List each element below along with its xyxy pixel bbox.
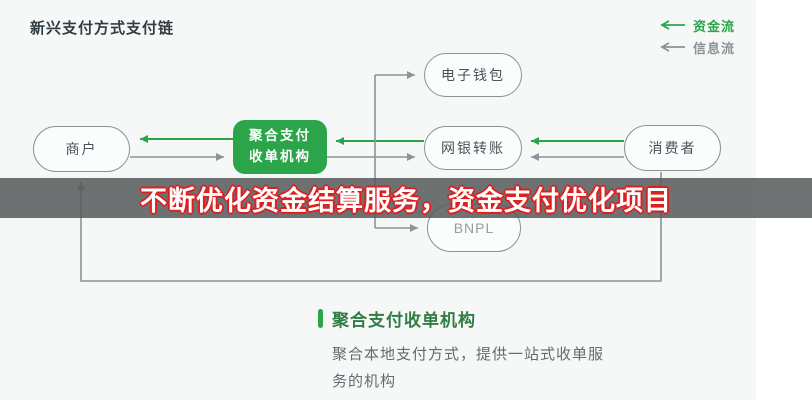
overlay-banner: 不断优化资金结算服务，资金支付优化项目 — [0, 178, 812, 218]
node-aggregator: 聚合支付 收单机构 — [233, 120, 327, 174]
footer-body-line1: 聚合本地支付方式，提供一站式收单服 — [332, 346, 605, 363]
footer-description: 聚合支付收单机构 聚合本地支付方式，提供一站式收单服 务的机构 — [318, 306, 604, 395]
node-aggregator-label-line1: 聚合支付 — [249, 128, 311, 144]
node-merchant-label: 商户 — [65, 141, 98, 157]
node-merchant: 商户 — [33, 126, 130, 172]
footer-body: 聚合本地支付方式，提供一站式收单服 务的机构 — [332, 341, 604, 395]
overlay-banner-text: 不断优化资金结算服务，资金支付优化项目 — [140, 185, 672, 216]
node-ewallet: 电子钱包 — [424, 53, 522, 97]
footer-body-line2: 务的机构 — [332, 373, 397, 390]
capital-flow-label: 资金流 — [693, 18, 736, 34]
node-online-bank-transfer: 网银转账 — [424, 126, 522, 170]
node-consumer: 消费者 — [624, 125, 721, 171]
legend-info-flow: 信息流 — [660, 36, 735, 58]
green-accent-bar — [318, 309, 323, 328]
legend-capital-flow: 资金流 — [660, 14, 735, 36]
left-arrow-icon — [660, 42, 685, 52]
node-ewallet-label: 电子钱包 — [441, 67, 505, 83]
info-flow-label: 信息流 — [693, 40, 736, 56]
node-aggregator-label-line2: 收单机构 — [249, 149, 311, 164]
node-online-bank-transfer-label: 网银转账 — [441, 140, 505, 156]
page-title: 新兴支付方式支付链 — [30, 20, 175, 37]
flow-legend: 资金流 信息流 — [660, 14, 735, 58]
footer-heading: 聚合支付收单机构 — [332, 311, 476, 330]
node-bnpl-label: BNPL — [453, 220, 495, 236]
node-consumer-label: 消费者 — [648, 140, 697, 156]
left-arrow-icon — [660, 20, 685, 30]
footer-heading-row: 聚合支付收单机构 — [318, 306, 604, 331]
